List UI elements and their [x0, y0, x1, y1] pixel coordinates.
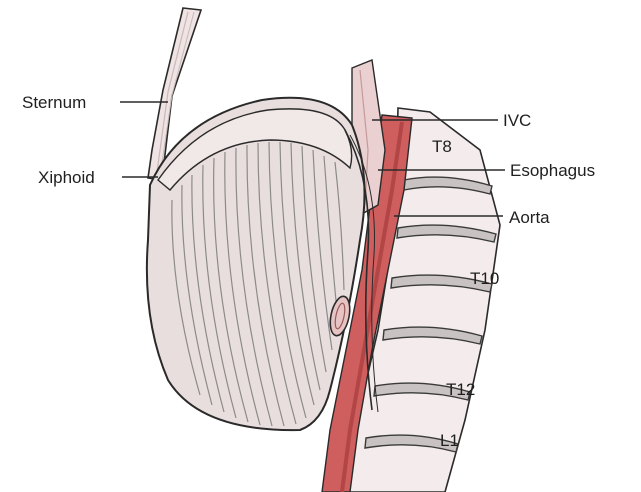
- label-esophagus: Esophagus: [510, 161, 595, 180]
- label-t8: T8: [432, 137, 452, 156]
- label-ivc: IVC: [503, 111, 531, 130]
- label-l1: L1: [440, 431, 459, 450]
- label-t10: T10: [470, 269, 499, 288]
- label-t12: T12: [446, 380, 475, 399]
- label-sternum: Sternum: [22, 93, 86, 112]
- label-xiphoid: Xiphoid: [38, 168, 95, 187]
- label-aorta: Aorta: [509, 208, 550, 227]
